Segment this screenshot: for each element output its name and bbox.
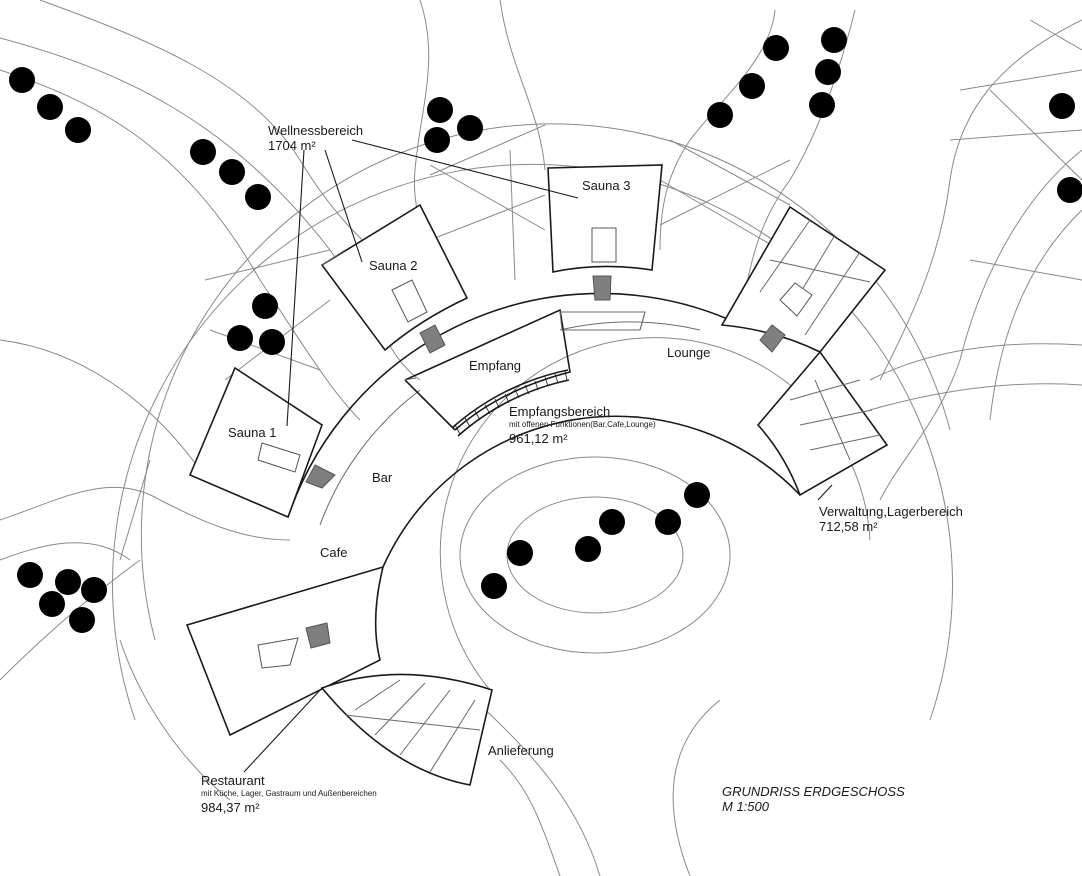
- cafe-label: Cafe: [320, 545, 348, 560]
- wellness-title: Wellnessbereich: [268, 123, 364, 138]
- landscape-ring-outer: [459, 456, 731, 654]
- restaurant-subtitle: mit Küche, Lager, Gastraum und Außenbere…: [201, 789, 377, 798]
- verwaltung-lower-rooms: [789, 379, 881, 461]
- corridor-mid-arc-2: [559, 321, 701, 331]
- empfangsbereich-area: 961,12 m²: [509, 431, 568, 446]
- reception-stair-ticks: [454, 370, 568, 435]
- path-e-9: [869, 343, 1082, 381]
- drawing-scale: M 1:500: [722, 799, 769, 814]
- path-e-6: [989, 89, 1082, 181]
- restaurant-oven: [305, 622, 331, 649]
- reception-stair-hatch: [451, 369, 570, 437]
- sauna2-label: Sauna 2: [369, 258, 418, 273]
- sauna1-bench: [257, 442, 301, 473]
- path-e-5: [949, 129, 1082, 141]
- restaurant-area: 984,37 m²: [201, 800, 260, 815]
- landscape-ring-inner: [506, 496, 684, 614]
- drawing-title: GRUNDRISS ERDGESCHOSS: [722, 784, 905, 799]
- corridor-inner-arc: [382, 415, 801, 568]
- leader-restaurant: [243, 687, 323, 773]
- path-w-2: [0, 486, 291, 541]
- empfangsbereich-subtitle: mit offenen Funktionen(Bar,Cafe,Lounge): [509, 420, 656, 429]
- path-w-diag-4: [119, 459, 151, 561]
- verwaltung-bench: [779, 282, 813, 317]
- path-e-2: [879, 149, 1082, 501]
- path-nw-3: [39, 0, 391, 266]
- path-s-2: [672, 699, 721, 876]
- corridor-mid-arc: [319, 389, 421, 526]
- verwaltung-title: Verwaltung,Lagerbereich: [819, 504, 963, 519]
- path-w-3: [0, 542, 131, 561]
- empfang-label: Empfang: [469, 358, 522, 373]
- sauna3-bench: [591, 227, 617, 263]
- path-ne-5: [659, 179, 781, 251]
- path-n-2: [499, 0, 546, 171]
- trees: [9, 27, 1082, 633]
- sauna3-pavilion: [547, 164, 663, 273]
- verwaltung-wing-lower: [756, 350, 889, 497]
- anlieferung-rooms: [344, 679, 481, 773]
- path-ne-4: [659, 159, 791, 226]
- wellness-area: 1704 m²: [268, 138, 316, 153]
- path-s-1: [479, 704, 601, 876]
- corridor-outer-arc: [287, 292, 731, 518]
- path-nw-1: [0, 37, 421, 381]
- sauna1-oven: [305, 464, 336, 489]
- path-e-10: [869, 383, 1082, 411]
- leader-verwaltung: [817, 484, 833, 501]
- path-e-3: [989, 209, 1082, 421]
- anlieferung-wing: [320, 673, 493, 786]
- leader-wellness-sauna3: [351, 139, 579, 199]
- sauna1-pavilion: [188, 366, 323, 519]
- path-sw-1: [119, 639, 231, 801]
- sauna3-label: Sauna 3: [582, 178, 631, 193]
- path-w-diag-1: [204, 249, 331, 281]
- restaurant-bench: [257, 637, 299, 669]
- path-w-1: [0, 339, 201, 471]
- sauna3-oven: [592, 275, 612, 301]
- leader-wellness-sauna2: [324, 149, 363, 263]
- path-e-1: [879, 19, 1082, 381]
- sauna2-pavilion: [320, 203, 469, 352]
- path-ne-2: [739, 9, 856, 321]
- path-nw-2: [0, 69, 361, 421]
- leader-lines: [243, 139, 833, 773]
- path-e-4: [959, 69, 1082, 91]
- building: [185, 164, 889, 786]
- empfangsbereich-title: Empfangsbereich: [509, 404, 611, 419]
- lounge-label: Lounge: [667, 345, 711, 360]
- corridor-cross-walls: [321, 249, 646, 381]
- path-ne-1: [659, 9, 776, 251]
- outer-ring-path: [112, 163, 953, 721]
- path-e-8: [1029, 19, 1082, 51]
- path-n-3: [429, 124, 546, 176]
- bar-label: Bar: [372, 470, 393, 485]
- path-n-4: [429, 194, 546, 241]
- path-n-6: [509, 149, 516, 281]
- anlieferung-label: Anlieferung: [488, 743, 554, 758]
- empfang-wall: [404, 379, 456, 431]
- sauna1-label: Sauna 1: [228, 425, 277, 440]
- path-e-7: [969, 259, 1082, 281]
- restaurant-title: Restaurant: [201, 773, 265, 788]
- path-n-5: [429, 164, 546, 231]
- verwaltung-area: 712,58 m²: [819, 519, 878, 534]
- sauna2-oven: [419, 324, 446, 354]
- sauna2-bench: [391, 279, 428, 323]
- path-ne-3: [669, 139, 791, 206]
- path-s-3: [499, 759, 561, 876]
- verwaltung-oven: [759, 324, 786, 353]
- leader-wellness-sauna1: [286, 149, 305, 427]
